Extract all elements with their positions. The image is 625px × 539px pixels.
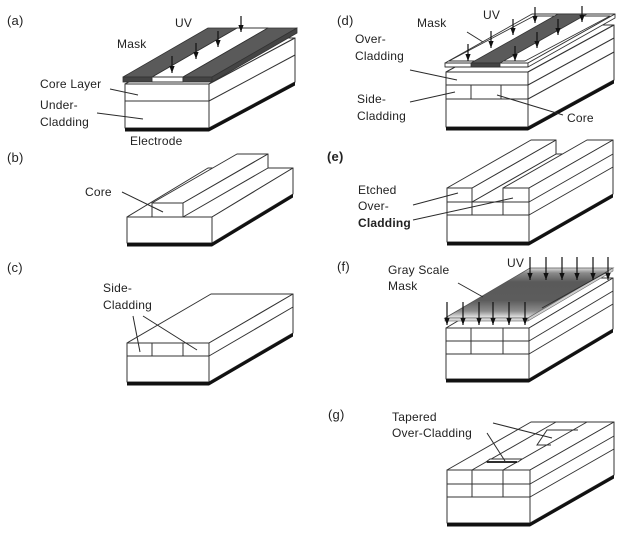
leader-core xyxy=(121,191,164,213)
mask-side-edge xyxy=(211,27,298,83)
core-layer-top-side xyxy=(529,435,615,485)
leader-mask xyxy=(466,31,484,43)
leader-core xyxy=(496,94,564,116)
mask-label: Mask xyxy=(417,16,447,30)
leader-gray-scale-mask xyxy=(457,282,484,298)
panel-g: (g) Tapered Over-Cladding xyxy=(328,407,615,527)
core-layer-bottom-side xyxy=(529,448,615,498)
side-cladding-label-line2: Cladding xyxy=(103,298,152,312)
gray-scale-mask-front-edge xyxy=(444,317,529,322)
leader-etched-over-cladding-right xyxy=(412,197,514,221)
block-front-face xyxy=(126,216,213,244)
uv-label: UV xyxy=(175,16,192,30)
gray-scale-mask-label-line1: Gray Scale xyxy=(388,263,449,277)
tapered-over-cladding-label-line2: Over-Cladding xyxy=(392,426,472,440)
taper-back-wall xyxy=(536,429,578,446)
mask-clear-front-edge xyxy=(151,76,184,83)
side-cladding-label-line1: Side- xyxy=(103,281,132,295)
uv-label: UV xyxy=(507,256,524,270)
leader-side-cladding-left xyxy=(132,315,141,353)
core-layer-boundary-side xyxy=(527,51,615,100)
core-label: Core xyxy=(85,185,112,199)
mask-dark-strip-front-edge xyxy=(470,62,501,68)
over-cladding-label-line2: Cladding xyxy=(355,49,404,63)
under-cladding-label-line1: Under- xyxy=(40,98,78,112)
panel-a: (a) UV Mask Core Layer Under- Cladding E… xyxy=(7,13,298,148)
over-cladding-boundary-side xyxy=(527,37,615,86)
panel-tag-a: (a) xyxy=(7,13,24,28)
leader-side-cladding xyxy=(409,91,456,103)
over-cladding-label-line1: Over- xyxy=(355,32,386,46)
panel-tag-c: (c) xyxy=(7,260,23,275)
under-cladding-front xyxy=(446,214,530,243)
panel-d: (d) Mask UV Over- Cladding Side- Claddin… xyxy=(337,6,616,131)
mask-side-edge xyxy=(527,13,616,68)
core-layer-bottom-side xyxy=(528,303,614,355)
core-layer-top-side xyxy=(528,153,614,203)
panel-tag-e: (e) xyxy=(327,149,344,164)
panel-f: (f) UV Gray Scale Mask xyxy=(337,256,615,383)
block-front-face xyxy=(124,83,210,129)
panel-c: (c) Side- Cladding xyxy=(7,260,294,386)
panel-tag-g: (g) xyxy=(328,407,345,422)
right-ridge-front xyxy=(502,187,530,203)
leader-side-cladding-right xyxy=(142,315,198,351)
side-cladding-label-line2: Cladding xyxy=(357,109,406,123)
layer-boundary-side xyxy=(208,306,294,357)
tapered-over-cladding-label-line1: Tapered xyxy=(392,410,437,424)
etched-over-cladding-label-line3: Cladding xyxy=(358,216,411,230)
leader-under-cladding xyxy=(96,112,144,120)
core-layer-top-side xyxy=(528,290,614,342)
panel-tag-f: (f) xyxy=(337,259,350,274)
core-ridge-front-face xyxy=(151,202,184,218)
core-layer-label: Core Layer xyxy=(40,77,101,91)
panel-b: (b) Core xyxy=(7,150,294,247)
leader-tapered-over-cladding-front xyxy=(486,432,506,462)
core-layer-front xyxy=(446,201,530,216)
gray-scale-mask-inner-line xyxy=(541,271,608,309)
mask-label: Mask xyxy=(117,37,147,51)
core-label: Core xyxy=(567,111,594,125)
core-layer-bottom-side xyxy=(528,166,614,216)
leader-core-layer xyxy=(109,88,139,96)
leader-tapered-over-cladding-back xyxy=(492,422,553,439)
electrode-label: Electrode xyxy=(130,134,183,148)
under-cladding-label-line2: Cladding xyxy=(40,115,89,129)
uv-label: UV xyxy=(483,8,500,22)
gray-scale-mask-label-line2: Mask xyxy=(388,279,418,293)
core-layer-boundary-side xyxy=(208,54,296,102)
etched-over-cladding-label-line2: Over- xyxy=(358,199,389,213)
mask-right-front-edge xyxy=(182,76,213,83)
leader-over-cladding xyxy=(409,69,458,81)
etched-over-cladding-label-line1: Etched xyxy=(358,183,397,197)
panel-tag-d: (d) xyxy=(337,13,354,28)
mask-left-front-edge xyxy=(122,76,153,83)
leader-etched-over-cladding-left xyxy=(412,192,459,206)
panel-e: (e) Etched Over- Cladding xyxy=(327,139,614,246)
panel-tag-b: (b) xyxy=(7,150,24,165)
side-cladding-label-line1: Side- xyxy=(357,92,386,106)
